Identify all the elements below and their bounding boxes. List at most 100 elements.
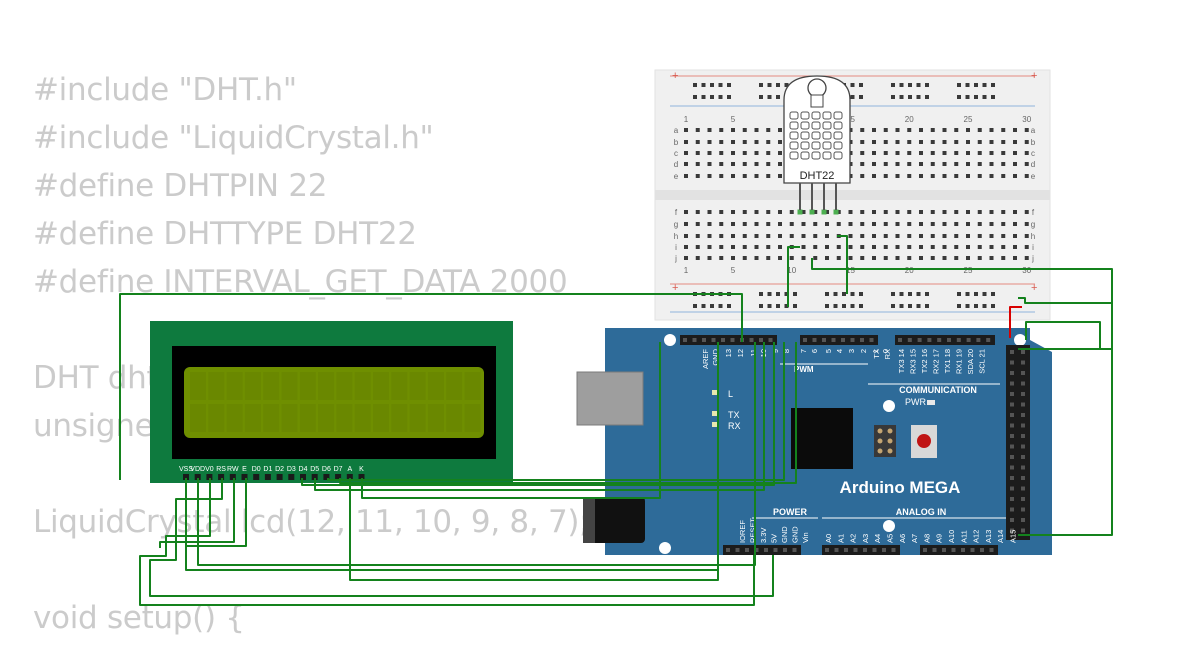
- breadboard-hole[interactable]: [919, 222, 923, 226]
- power-header-pin[interactable]: [754, 548, 759, 552]
- breadboard-hole[interactable]: [977, 210, 982, 214]
- breadboard-hole[interactable]: [731, 222, 735, 226]
- breadboard-hole[interactable]: [1024, 151, 1029, 155]
- breadboard-hole[interactable]: [930, 128, 935, 132]
- breadboard-hole[interactable]: [930, 174, 935, 178]
- breadboard-hole[interactable]: [825, 256, 829, 260]
- breadboard-hole[interactable]: [778, 151, 782, 155]
- breadboard-hole[interactable]: [883, 234, 888, 238]
- analog-header-pin[interactable]: [989, 548, 994, 552]
- rail-hole[interactable]: [825, 304, 829, 308]
- breadboard-hole[interactable]: [966, 174, 970, 178]
- rail-hole[interactable]: [991, 95, 995, 99]
- breadboard-hole[interactable]: [883, 256, 888, 260]
- breadboard-hole[interactable]: [707, 151, 712, 155]
- rail-hole[interactable]: [850, 304, 855, 308]
- breadboard-hole[interactable]: [954, 140, 959, 144]
- breadboard-hole[interactable]: [719, 140, 724, 144]
- rail-hole[interactable]: [982, 83, 987, 87]
- power-header-pin[interactable]: [783, 548, 787, 552]
- breadboard-hole[interactable]: [742, 140, 747, 144]
- breadboard-hole[interactable]: [860, 140, 865, 144]
- analog-header-pin[interactable]: [853, 548, 858, 552]
- breadboard-hole[interactable]: [742, 128, 747, 132]
- breadboard-hole[interactable]: [930, 151, 935, 155]
- breadboard-hole[interactable]: [695, 256, 700, 260]
- breadboard-hole[interactable]: [778, 174, 782, 178]
- lcd-pin[interactable]: [358, 474, 365, 480]
- breadboard-hole[interactable]: [977, 256, 982, 260]
- lcd-pin[interactable]: [311, 474, 318, 480]
- breadboard-hole[interactable]: [895, 174, 900, 178]
- rail-hole[interactable]: [718, 304, 723, 308]
- breadboard-hole[interactable]: [684, 256, 688, 260]
- breadboard-hole[interactable]: [801, 210, 806, 214]
- breadboard-hole[interactable]: [977, 128, 982, 132]
- double-header-pin[interactable]: [1021, 371, 1025, 375]
- breadboard-hole[interactable]: [1013, 210, 1017, 214]
- rail-hole[interactable]: [850, 83, 855, 87]
- double-header-pin[interactable]: [1010, 381, 1014, 386]
- breadboard-hole[interactable]: [1013, 234, 1017, 238]
- digital-header-pin[interactable]: [831, 338, 836, 342]
- breadboard-hole[interactable]: [766, 151, 771, 155]
- double-header-pin[interactable]: [1010, 444, 1014, 449]
- breadboard-hole[interactable]: [930, 256, 935, 260]
- breadboard-hole[interactable]: [813, 210, 818, 214]
- lcd-pin[interactable]: [300, 474, 306, 480]
- breadboard-hole[interactable]: [813, 222, 818, 226]
- breadboard-hole[interactable]: [778, 234, 782, 238]
- breadboard-hole[interactable]: [860, 162, 865, 166]
- breadboard-hole[interactable]: [942, 174, 947, 178]
- breadboard-hole[interactable]: [848, 210, 853, 214]
- breadboard-hole[interactable]: [872, 256, 876, 260]
- digital-header-pin[interactable]: [860, 338, 864, 342]
- rail-hole[interactable]: [891, 292, 895, 296]
- digital-header-pin[interactable]: [721, 338, 725, 342]
- breadboard-hole[interactable]: [684, 140, 688, 144]
- breadboard-hole[interactable]: [919, 256, 923, 260]
- rail-hole[interactable]: [916, 83, 921, 87]
- digital-header-pin[interactable]: [812, 338, 817, 342]
- analog-header-pin[interactable]: [891, 548, 896, 552]
- breadboard-hole[interactable]: [966, 162, 970, 166]
- power-header-pin[interactable]: [726, 548, 730, 552]
- breadboard-hole[interactable]: [684, 245, 688, 249]
- lcd-pin[interactable]: [218, 474, 225, 480]
- double-header-pin[interactable]: [1021, 434, 1025, 438]
- breadboard-hole[interactable]: [719, 234, 724, 238]
- breadboard-hole[interactable]: [907, 245, 912, 249]
- breadboard-hole[interactable]: [707, 140, 712, 144]
- lcd-pin[interactable]: [264, 474, 271, 480]
- analog-header-pin[interactable]: [825, 548, 829, 552]
- double-header-pin[interactable]: [1021, 528, 1025, 533]
- breadboard-hole[interactable]: [860, 256, 865, 260]
- breadboard-hole[interactable]: [789, 210, 794, 214]
- digital-header-pin[interactable]: [749, 338, 754, 342]
- breadboard-hole[interactable]: [954, 162, 959, 166]
- double-header-pin[interactable]: [1021, 465, 1025, 470]
- breadboard-hole[interactable]: [1024, 128, 1029, 132]
- digital-header-pin[interactable]: [683, 338, 687, 342]
- analog-header-pin[interactable]: [872, 548, 877, 552]
- breadboard-hole[interactable]: [895, 256, 900, 260]
- breadboard-hole[interactable]: [742, 151, 747, 155]
- breadboard-hole[interactable]: [966, 151, 970, 155]
- breadboard-hole[interactable]: [766, 174, 771, 178]
- rail-hole[interactable]: [776, 292, 780, 296]
- breadboard-hole[interactable]: [907, 222, 912, 226]
- breadboard-hole[interactable]: [778, 140, 782, 144]
- double-header-pin[interactable]: [1010, 455, 1014, 459]
- breadboard-hole[interactable]: [954, 256, 959, 260]
- breadboard-hole[interactable]: [872, 174, 876, 178]
- rail-hole[interactable]: [908, 95, 912, 99]
- power-header-pin[interactable]: [792, 548, 797, 552]
- rail-hole[interactable]: [833, 304, 838, 308]
- rail-hole[interactable]: [925, 83, 929, 87]
- lcd-pin[interactable]: [229, 474, 236, 480]
- breadboard-hole[interactable]: [919, 245, 923, 249]
- breadboard-hole[interactable]: [742, 162, 747, 166]
- breadboard-hole[interactable]: [872, 128, 876, 132]
- breadboard-hole[interactable]: [872, 222, 876, 226]
- breadboard-hole[interactable]: [907, 210, 912, 214]
